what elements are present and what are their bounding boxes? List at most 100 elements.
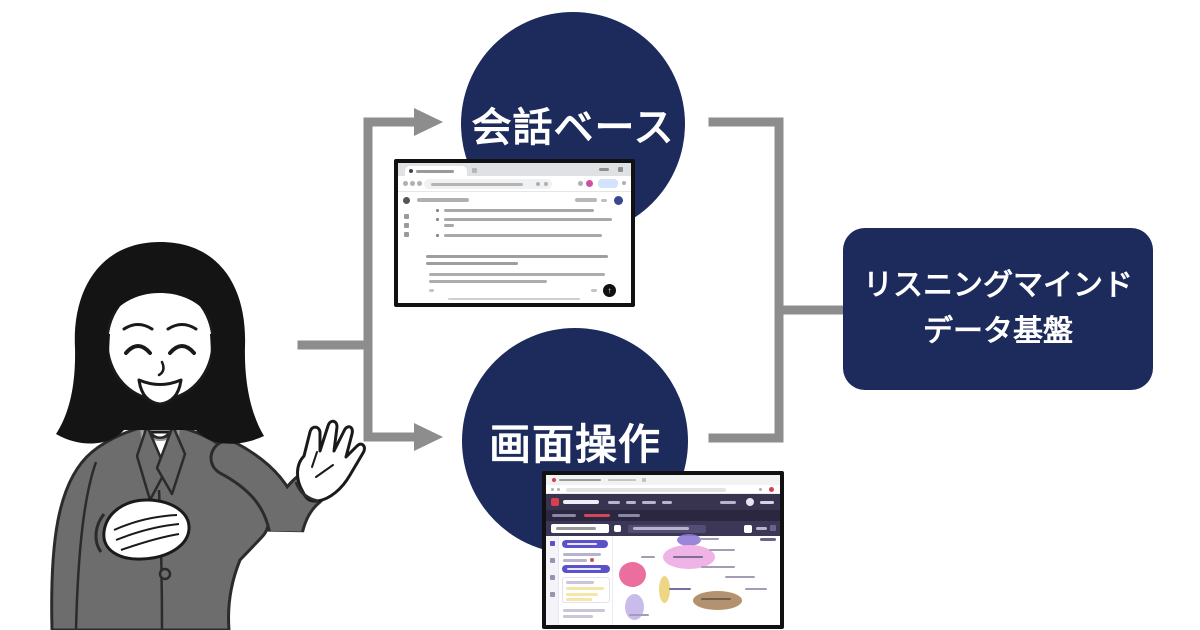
- zoom-control-skeleton: [760, 538, 776, 541]
- browser-tab-strip: [398, 163, 631, 176]
- extensions-icon: [578, 181, 583, 186]
- rail-icon: [550, 558, 555, 563]
- refresh-icon: [557, 488, 560, 491]
- new-tab-icon: [642, 478, 646, 482]
- send-button: ↑: [603, 284, 616, 297]
- user-avatar: [614, 196, 623, 205]
- hand-on-chest: [102, 498, 191, 561]
- blazer-button: [158, 567, 172, 581]
- new-tab-icon: [472, 168, 477, 173]
- disclaimer-skeleton: [448, 297, 580, 300]
- forward-icon: [410, 181, 415, 186]
- highlighted-item-skeleton: [566, 598, 592, 601]
- active-nav-tab-skeleton: [584, 514, 610, 517]
- cluster-label-skeleton: [725, 576, 755, 578]
- attach-icon: [591, 289, 597, 292]
- smiling-mouth: [137, 378, 183, 406]
- back-icon: [403, 181, 408, 186]
- nav-item-skeleton: [642, 500, 656, 504]
- cluster-label-skeleton: [629, 614, 649, 616]
- smiling-eyes: [124, 344, 152, 355]
- cluster-label-skeleton: [641, 556, 655, 558]
- nav-item-skeleton: [608, 500, 620, 504]
- sidebar-icon: [404, 214, 409, 219]
- presenter-illustration: [50, 242, 366, 630]
- browser-toolbar: [546, 485, 780, 494]
- close-window-icon: [618, 167, 623, 172]
- data-platform-node: リスニングマインド データ基盤: [843, 228, 1153, 390]
- data-platform-label-line2: データ基盤: [923, 315, 1073, 348]
- profile-avatar-icon: [769, 487, 774, 492]
- chat-title-skeleton: [417, 198, 469, 202]
- nav-item-skeleton: [626, 500, 636, 504]
- user-avatar: [746, 498, 754, 506]
- icon-rail: [546, 536, 559, 625]
- filter-card-skeleton: [562, 577, 610, 603]
- cluster-label-skeleton: [701, 598, 731, 600]
- chat-conversation-area: ↑: [398, 192, 631, 303]
- search-icon: [614, 525, 621, 532]
- list-item-skeleton: [444, 209, 594, 212]
- rail-icon: [550, 541, 555, 546]
- sidebar-icon: [404, 232, 409, 237]
- dashboard-screenshot-thumbnail: [542, 471, 784, 629]
- cluster-label-skeleton: [701, 566, 735, 568]
- settings-icon: [770, 525, 776, 531]
- nav-item-skeleton: [662, 500, 672, 504]
- cluster-label-skeleton: [699, 538, 719, 540]
- list-item-skeleton: [444, 218, 612, 221]
- cluster-label-skeleton: [745, 588, 767, 590]
- dashboard-body: [546, 534, 780, 625]
- bookmark-icon: [536, 182, 540, 186]
- nav-tab-skeleton: [618, 514, 640, 517]
- cluster-blob-lilac: [625, 594, 644, 620]
- menu-icon: [622, 181, 626, 185]
- secondary-nav: [546, 510, 780, 521]
- highlighted-item-skeleton: [566, 587, 604, 590]
- cluster-blob-yellow: [659, 576, 670, 603]
- notification-dot: [590, 558, 594, 562]
- list-item-skeleton: [444, 234, 602, 237]
- rail-icon: [550, 592, 555, 597]
- rail-icon: [550, 575, 555, 580]
- browser-tab: [405, 166, 467, 176]
- star-icon: [544, 182, 548, 186]
- conversation-base-label: 会話ベース: [471, 106, 675, 150]
- username-skeleton: [760, 500, 774, 504]
- sidebar-icon: [404, 223, 409, 228]
- reply-skeleton: [429, 273, 605, 276]
- data-platform-label-line1: リスニングマインド: [863, 269, 1133, 302]
- more-options-icon: [601, 199, 607, 202]
- cluster-map-canvas: [613, 534, 780, 625]
- cluster-label-skeleton: [669, 588, 691, 590]
- app-name-skeleton: [563, 500, 599, 504]
- tab-favicon-icon: [552, 478, 556, 482]
- view-toggle-icon: [744, 524, 752, 533]
- refresh-icon: [417, 181, 422, 186]
- app-header: [546, 494, 780, 510]
- url-bar: [424, 179, 552, 189]
- app-logo: [551, 498, 559, 506]
- sidebar-menu-icon: [403, 197, 410, 204]
- cluster-label-skeleton: [673, 556, 703, 558]
- tab-favicon-icon: [409, 169, 413, 173]
- nav-tab-skeleton: [552, 514, 576, 517]
- arrowhead-top-icon: [414, 108, 443, 136]
- profile-avatar-icon: [586, 180, 593, 187]
- highlighted-item-skeleton: [566, 593, 598, 596]
- window-controls-icon: [599, 168, 609, 171]
- browser-tab-strip: [546, 475, 780, 485]
- open-palm-hand: [296, 419, 366, 503]
- browser-toolbar: [398, 176, 631, 192]
- url-bar: [566, 487, 726, 492]
- cluster-blob-pink: [619, 562, 646, 587]
- chat-screenshot-thumbnail: ↑: [394, 159, 635, 307]
- screen-operation-label: 画面操作: [488, 420, 661, 468]
- filter-toolbar: [546, 521, 780, 536]
- cluster-blob-tan: [693, 591, 742, 610]
- dashboard-sidebar: [559, 536, 613, 625]
- back-icon: [551, 488, 554, 491]
- extensions-icon: [759, 488, 762, 491]
- cluster-blob-purple: [677, 534, 701, 546]
